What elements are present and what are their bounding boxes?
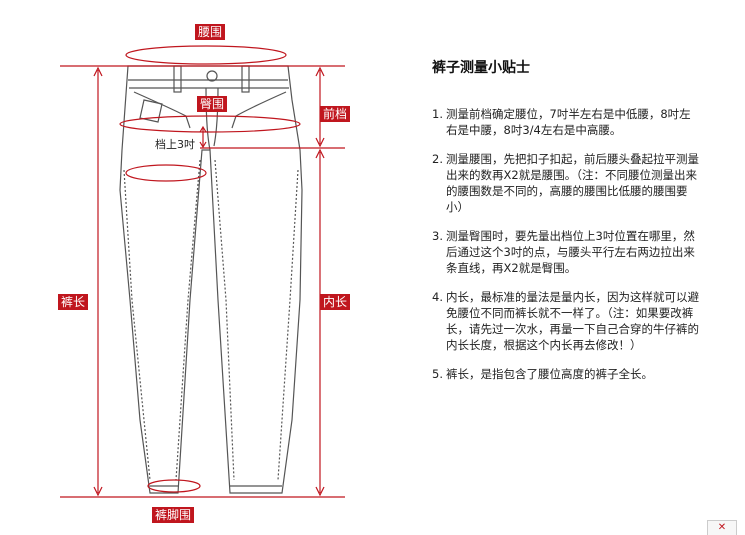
tip-item: 3.测量臀围时，要先量出档位上3吋位置在哪里，然后通过这个3吋的点，与腰头平行左… [432, 229, 695, 275]
front-rise-label: 前档 [320, 106, 351, 122]
tip-item: 5.裤长，是指包含了腰位高度的裤子全长。 [432, 367, 653, 381]
tips-title: 裤子测量小贴士 [432, 60, 530, 76]
thigh-ellipse [125, 164, 207, 182]
waist-ellipse [125, 45, 287, 65]
inseam-label: 内长 [320, 294, 351, 310]
pants-length-label: 裤长 [58, 294, 89, 310]
hip-label: 臀围 [197, 96, 228, 112]
leg-opening-label: 裤脚围 [152, 507, 195, 523]
tips-list: 1.测量前档确定腰位，7吋半左右是中低腰，8吋左右是中腰，8吋3/4左右是中高腰… [432, 106, 702, 395]
waist-label: 腰围 [195, 24, 226, 40]
hip-ellipse [119, 115, 301, 133]
tip-item: 2.测量腰围，先把扣子扣起，前后腰头叠起拉平测量出来的数再X2就是腰围。（注：不… [432, 152, 699, 214]
close-x-icon[interactable]: ✕ [707, 520, 737, 535]
button [206, 70, 218, 82]
rise-up-label: 档上3吋 [155, 138, 195, 151]
pants-outline [119, 65, 303, 494]
leg-opening-ellipse [147, 479, 201, 493]
pants-diagram [60, 45, 345, 498]
tip-item: 1.测量前档确定腰位，7吋半左右是中低腰，8吋左右是中腰，8吋3/4左右是中高腰… [432, 107, 691, 137]
tip-item: 4.内长，最标准的量法是量内长，因为这样就可以避免腰位不同而裤长就不一样了。（注… [432, 290, 699, 352]
